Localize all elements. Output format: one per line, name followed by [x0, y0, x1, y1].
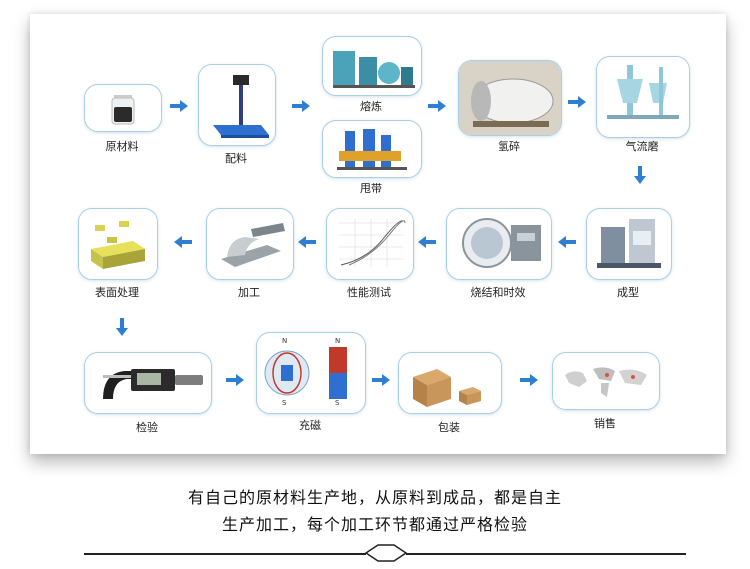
cardboard-boxes-icon: [398, 352, 502, 414]
step-label: 加工: [238, 286, 260, 299]
magnetizing-poles-icon: N S N S: [256, 332, 366, 414]
melting-furnace-icon: [322, 36, 422, 96]
diamond-ornament-icon: [364, 544, 408, 562]
demagnetization-curve-icon: [326, 208, 414, 280]
arrow-left-icon: [418, 236, 436, 248]
arrow-right-icon: [226, 374, 244, 386]
press-machine-icon: [586, 208, 672, 280]
caption-line-1: 有自己的原材料生产地，从原料到成品，都是自主: [187, 488, 562, 507]
step-label: 性能测试: [347, 286, 391, 299]
micrometer-icon: [84, 352, 212, 414]
platform-scale-icon: [198, 64, 276, 146]
arrow-down-icon: [634, 166, 646, 184]
arrow-left-icon: [558, 236, 576, 248]
north-pole-label: N: [335, 337, 341, 345]
arrow-right-icon: [170, 100, 188, 112]
world-map-icon: [552, 352, 660, 410]
arrow-right-icon: [428, 100, 446, 112]
divider-line-left: [84, 553, 366, 555]
step-label: 原材料: [105, 140, 139, 153]
step-label: 甩带: [360, 182, 382, 195]
step-label: 配料: [225, 152, 247, 165]
south-pole-label: S: [282, 399, 287, 407]
coated-magnets-icon: [78, 208, 158, 280]
jet-mill-icon: [596, 56, 690, 138]
hydrogen-crusher-icon: [458, 60, 562, 136]
step-label: 气流磨: [625, 140, 659, 153]
grinding-machine-icon: [206, 208, 294, 280]
step-label: 表面处理: [95, 286, 139, 299]
step-label: 熔炼: [360, 100, 382, 113]
step-label: 销售: [594, 417, 616, 430]
step-label: 包装: [438, 421, 460, 434]
powder-jar-icon: [84, 84, 162, 132]
arrow-right-icon: [292, 100, 310, 112]
step-label: 充磁: [299, 419, 321, 432]
caption-line-2: 生产加工，每个加工环节都通过严格检验: [221, 515, 528, 534]
step-label: 检验: [136, 421, 158, 434]
process-flow-panel: 原材料 配料 熔炼: [30, 14, 726, 454]
north-pole-label: N: [282, 337, 288, 345]
step-label: 烧结和时效: [470, 286, 526, 299]
south-pole-label: S: [335, 399, 340, 407]
arrow-down-icon: [116, 318, 128, 336]
arrow-right-icon: [372, 374, 390, 386]
arrow-left-icon: [298, 236, 316, 248]
divider-line-right: [406, 553, 686, 555]
arrow-right-icon: [520, 374, 538, 386]
arrow-right-icon: [568, 96, 586, 108]
strip-casting-icon: [322, 120, 422, 178]
step-label: 成型: [617, 286, 639, 299]
sintering-furnace-icon: [446, 208, 552, 280]
arrow-left-icon: [174, 236, 192, 248]
step-label: 氢碎: [498, 140, 520, 153]
